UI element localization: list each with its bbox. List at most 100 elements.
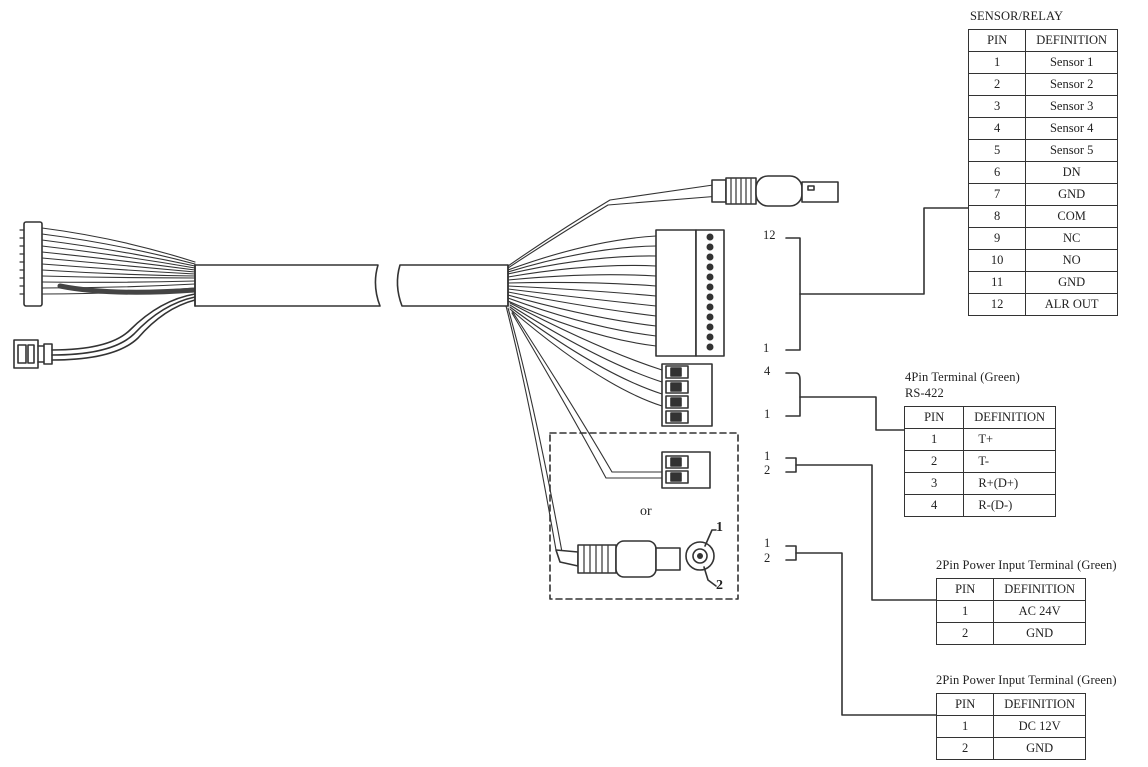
definition-cell: R+(D+) <box>963 472 1056 495</box>
power-a-pin2-label: 2 <box>764 463 771 477</box>
bracket-2pin-a <box>785 457 937 601</box>
definition-header: DEFINITION <box>963 406 1056 429</box>
bnc-video-connector <box>711 175 839 207</box>
definition-cell: COM <box>1025 205 1118 228</box>
definition-cell: GND <box>993 737 1086 760</box>
table-header-row: PIN DEFINITION <box>935 693 1086 716</box>
definition-cell: DC 12V <box>993 715 1086 738</box>
pin-cell: 9 <box>967 227 1027 250</box>
terminal-12pin-bottom-label: 1 <box>763 341 770 355</box>
definition-cell: T+ <box>963 428 1056 451</box>
pin-cell: 5 <box>967 139 1027 162</box>
pin-cell: 10 <box>967 249 1027 272</box>
rs422-title: 4Pin Terminal (Green) <box>905 370 1020 384</box>
bracket-12pin <box>785 207 969 351</box>
pin-header: PIN <box>967 29 1027 52</box>
table-header-row: PIN DEFINITION <box>967 29 1118 52</box>
power-b-pin2-label: 2 <box>764 551 771 565</box>
dc-jack-polarity-icon <box>685 529 717 587</box>
dc-power-plug <box>555 540 681 578</box>
pin-cell: 2 <box>903 450 965 473</box>
pin-cell: 6 <box>967 161 1027 184</box>
bracket-2pin-b <box>785 545 937 716</box>
definition-cell: R-(D-) <box>963 494 1056 517</box>
left-multipin-connector <box>19 221 198 307</box>
terminal-12pin-top-label: 12 <box>763 228 776 242</box>
terminal-block-4pin <box>661 363 713 427</box>
bracket-4pin <box>785 372 905 431</box>
definition-cell: GND <box>1025 271 1118 294</box>
pin-cell: 1 <box>935 600 995 623</box>
terminal-4pin-top-label: 4 <box>764 364 771 378</box>
definition-cell: GND <box>993 622 1086 645</box>
terminal-block-12pin <box>655 229 725 357</box>
definition-cell: Sensor 4 <box>1025 117 1118 140</box>
power-a-pin1-label: 1 <box>764 449 771 463</box>
definition-header: DEFINITION <box>993 693 1086 716</box>
definition-cell: Sensor 3 <box>1025 95 1118 118</box>
definition-cell: GND <box>1025 183 1118 206</box>
pin-cell: 3 <box>903 472 965 495</box>
pin-cell: 4 <box>967 117 1027 140</box>
pin-cell: 2 <box>935 737 995 760</box>
sensor-relay-title: SENSOR/RELAY <box>970 9 1064 23</box>
left-2pin-connector <box>13 293 196 369</box>
pin-cell: 1 <box>967 51 1027 74</box>
rs422-subtitle: RS-422 <box>905 386 944 400</box>
main-cable-jacket <box>194 264 509 307</box>
pin-cell: 7 <box>967 183 1027 206</box>
pin-header: PIN <box>935 578 995 601</box>
definition-cell: NC <box>1025 227 1118 250</box>
dc-jack-pin1-label: 1 <box>716 520 723 535</box>
definition-cell: AC 24V <box>993 600 1086 623</box>
definition-header: DEFINITION <box>993 578 1086 601</box>
definition-cell: Sensor 2 <box>1025 73 1118 96</box>
pin-cell: 8 <box>967 205 1027 228</box>
pin-cell: 4 <box>903 494 965 517</box>
definition-cell: Sensor 1 <box>1025 51 1118 74</box>
power-ac-title: 2Pin Power Input Terminal (Green) <box>936 558 1117 572</box>
power-option-dashed-box <box>549 432 739 600</box>
pin-cell: 2 <box>935 622 995 645</box>
dc-jack-pin2-label: 2 <box>716 578 723 593</box>
definition-header: DEFINITION <box>1025 29 1118 52</box>
power-b-pin1-label: 1 <box>764 536 771 550</box>
pin-header: PIN <box>935 693 995 716</box>
table-header-row: PIN DEFINITION <box>935 578 1086 601</box>
table-header-row: PIN DEFINITION <box>903 406 1056 429</box>
definition-cell: Sensor 5 <box>1025 139 1118 162</box>
definition-cell: ALR OUT <box>1025 293 1118 316</box>
pin-header: PIN <box>903 406 965 429</box>
pin-cell: 1 <box>903 428 965 451</box>
or-label: or <box>640 504 652 519</box>
definition-cell: DN <box>1025 161 1118 184</box>
pin-cell: 11 <box>967 271 1027 294</box>
terminal-block-2pin <box>661 451 711 489</box>
pin-cell: 2 <box>967 73 1027 96</box>
pin-cell: 12 <box>967 293 1027 316</box>
pin-cell: 1 <box>935 715 995 738</box>
pin-cell: 3 <box>967 95 1027 118</box>
